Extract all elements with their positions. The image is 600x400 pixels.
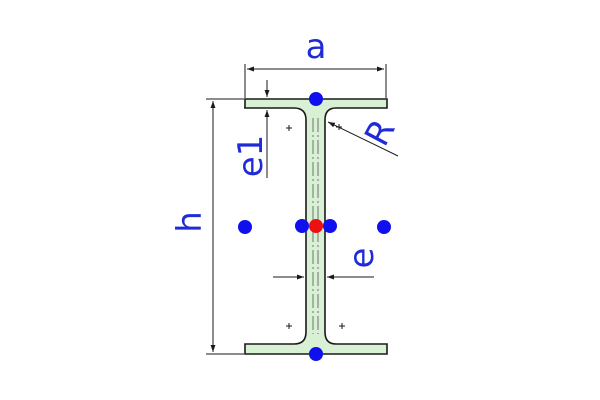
handle-point-bottom-flange[interactable] [309,347,323,361]
handle-point-web-right[interactable] [323,219,337,233]
dimension-a [244,64,387,98]
radius-leader [327,121,399,157]
handle-point-far-right[interactable] [377,220,391,234]
handle-points[interactable] [238,92,391,361]
dimension-h [206,98,244,355]
label-R: R [357,113,403,153]
dimension-e1 [244,80,270,178]
label-h: h [170,211,210,233]
handle-point-far-left[interactable] [238,220,252,234]
handle-point-web-left[interactable] [295,219,309,233]
label-a: a [306,27,327,67]
handle-point-top-flange[interactable] [309,92,323,106]
handle-point-centroid-selected[interactable] [309,219,323,233]
label-e1: e1 [231,135,271,178]
label-e: e [342,248,382,269]
